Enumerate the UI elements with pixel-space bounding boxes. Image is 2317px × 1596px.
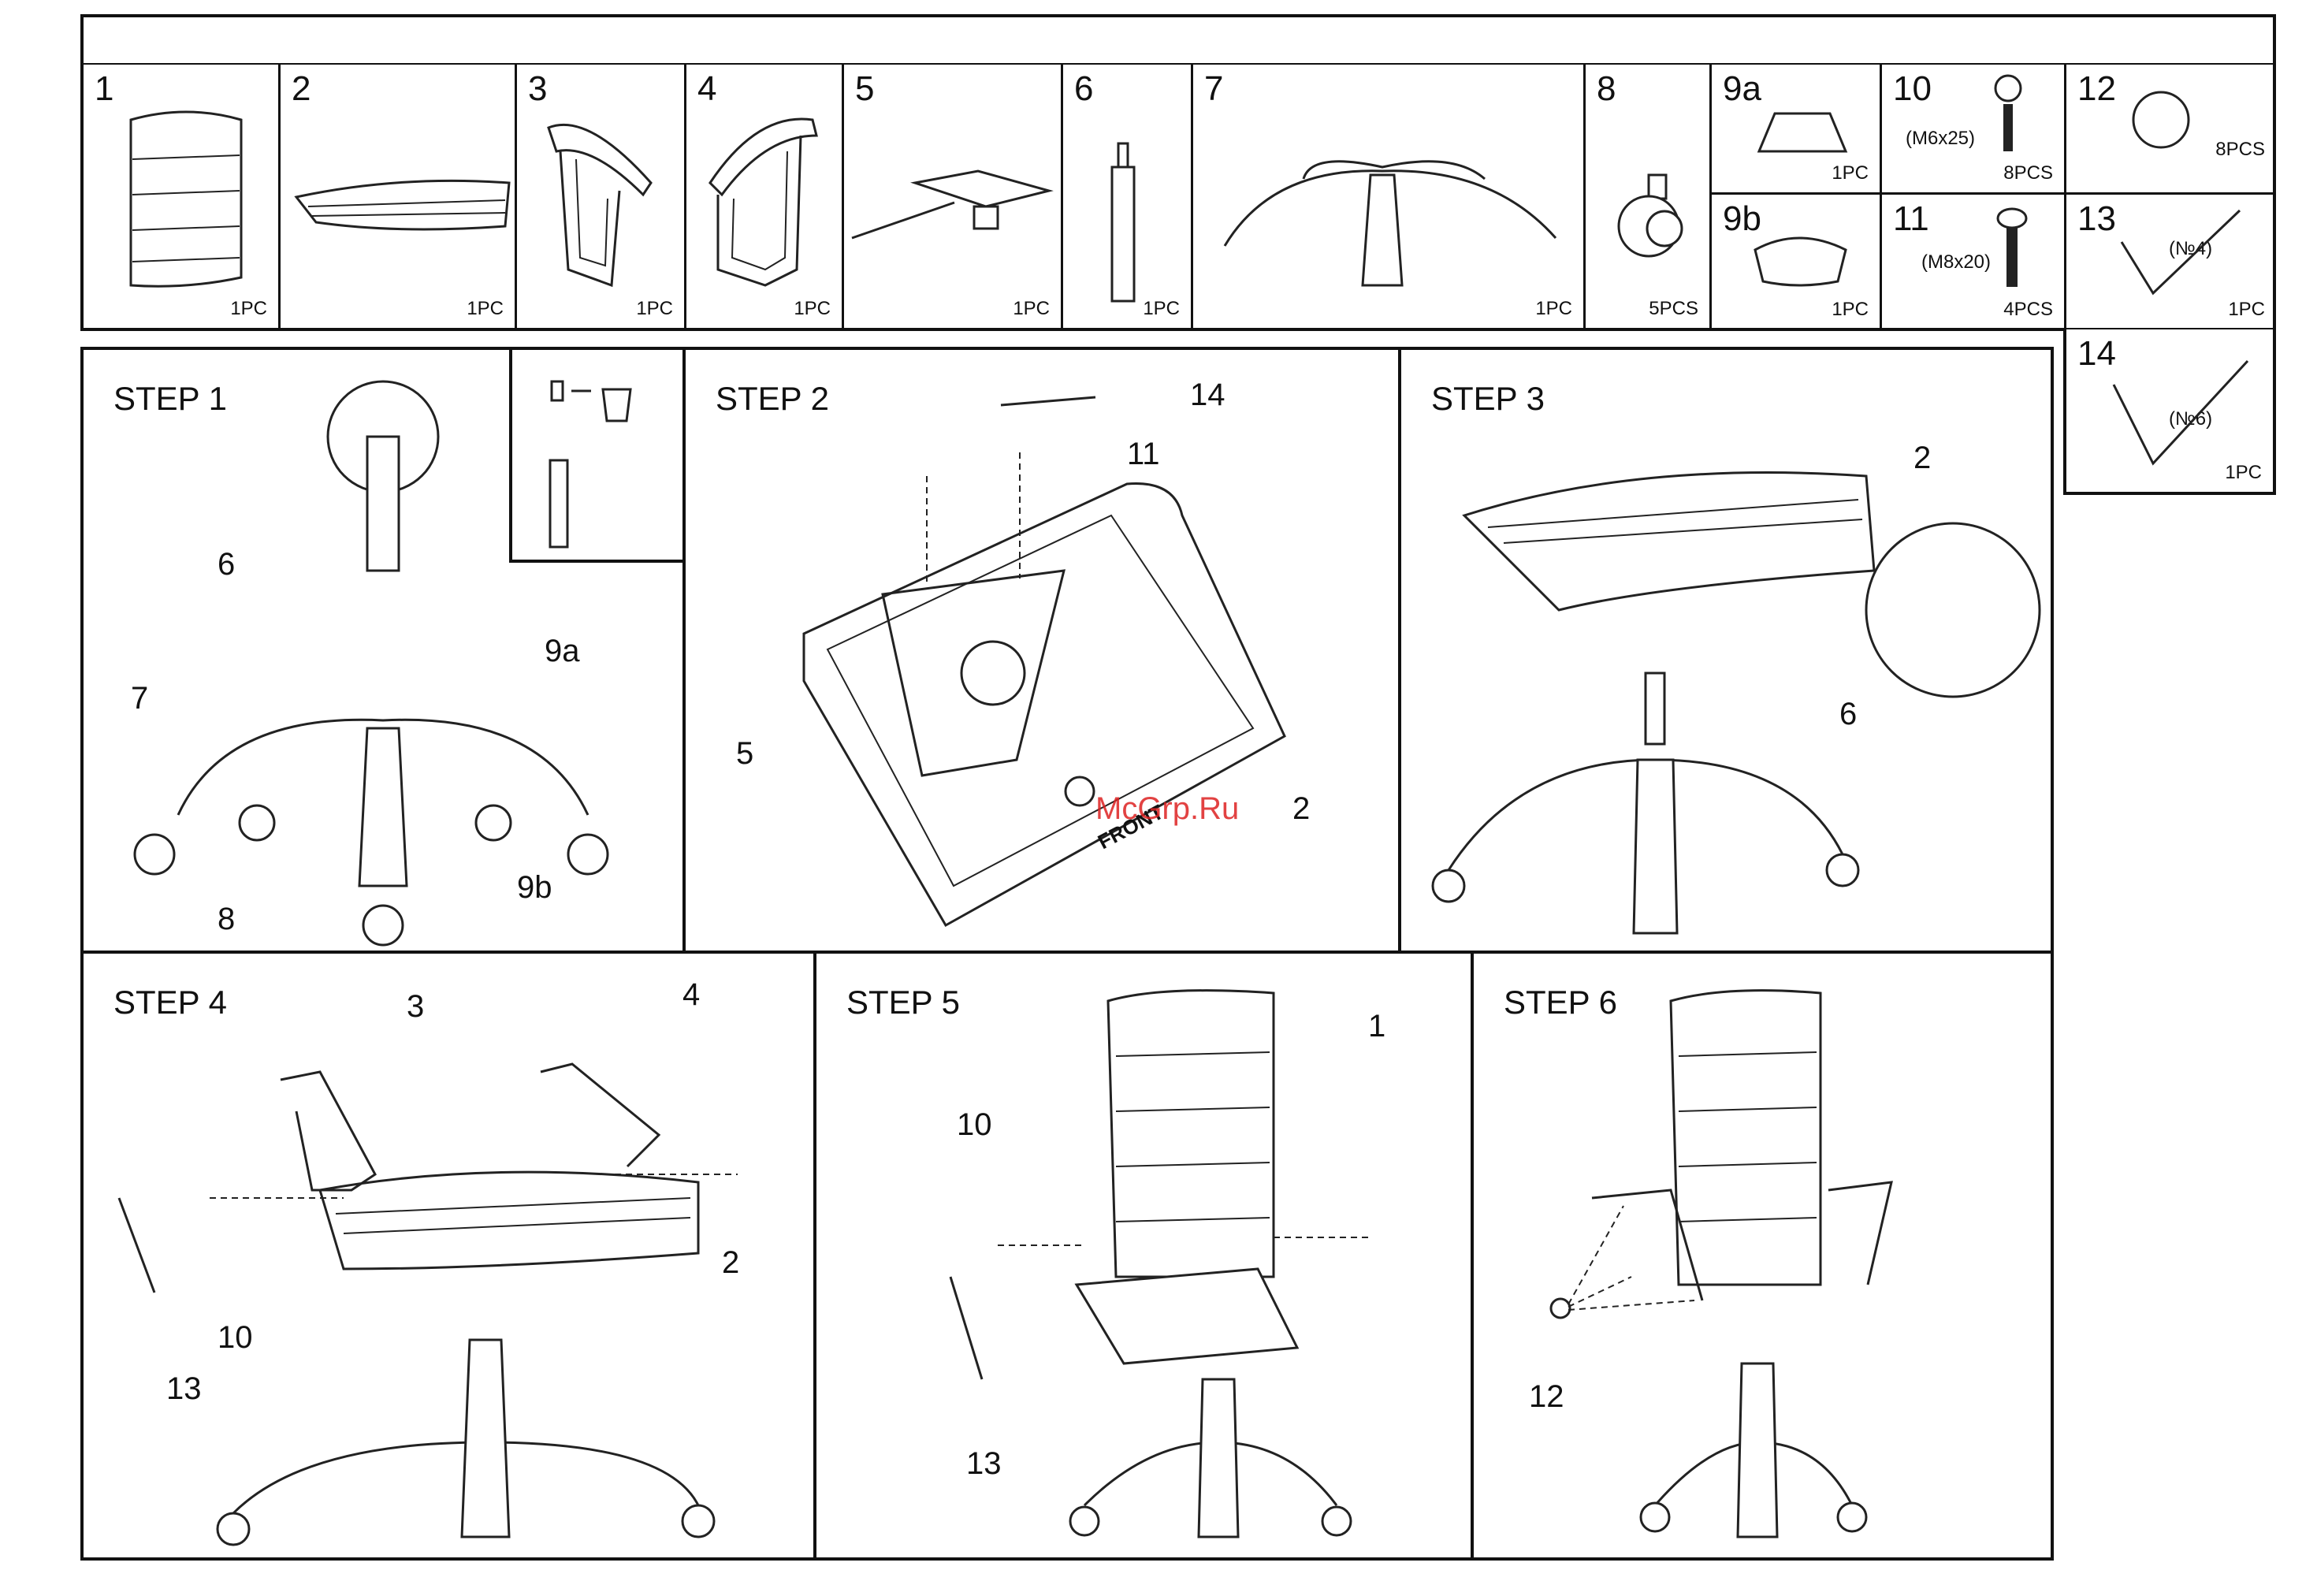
part-qty: 8PCS	[2215, 139, 2265, 161]
callout-9b: 9b	[517, 870, 552, 906]
callout-5: 5	[736, 736, 753, 772]
end-cap-icon	[2066, 65, 2276, 195]
star-base-icon	[1193, 65, 1586, 325]
part-qty: 4PCS	[2003, 299, 2053, 321]
part-qty: 8PCS	[2003, 162, 2053, 184]
callout-7: 7	[131, 681, 148, 716]
callout-10: 10	[218, 1320, 253, 1356]
armrest-right-icon	[686, 65, 844, 325]
part-2-cell: 2 1PC	[281, 65, 517, 328]
part-12-13-cell: 12 8PCS 13 (№4) 1PC	[2066, 65, 2276, 328]
step-4-panel: STEP 4 3 4 2 10 13	[80, 951, 816, 1561]
part-qty: 1PC	[1832, 162, 1869, 184]
caster-icon	[1586, 65, 1712, 325]
part-qty: 5PCS	[1649, 298, 1698, 320]
base-assembly-drawing	[84, 350, 689, 957]
parts-row: 1 1PC 2 1PC 3 1PC 4	[80, 65, 2276, 331]
callout-14: 14	[1190, 378, 1225, 413]
seat-mount-drawing	[1401, 350, 2057, 957]
part-9-cell: 9a 1PC 9b 1PC	[1712, 65, 1882, 328]
step-3-panel: STEP 3 2 6	[1398, 347, 2054, 954]
seat-underside-drawing	[686, 350, 1404, 957]
armrest-left-icon	[517, 65, 686, 325]
part-9a: 9a 1PC	[1712, 65, 1880, 195]
part-4-cell: 4 1PC	[686, 65, 844, 328]
part-13: 13 (№4) 1PC	[2066, 195, 2276, 329]
mechanism-icon	[844, 65, 1063, 325]
callout-4: 4	[682, 977, 700, 1013]
part-5-cell: 5 1PC	[844, 65, 1063, 328]
part-10: 10 (M6x25) 8PCS	[1882, 65, 2064, 195]
callout-2: 2	[1913, 441, 1931, 476]
part-qty: 1PC	[230, 298, 267, 320]
watermark: McGrp.Ru	[1095, 791, 1239, 827]
part-7-cell: 7 1PC	[1193, 65, 1586, 328]
backrest-icon	[84, 65, 281, 325]
callout-13: 13	[166, 1371, 202, 1407]
header-bar	[80, 14, 2276, 66]
part-10-11-cell: 10 (M6x25) 8PCS 11 (M8x20) 4PCS	[1882, 65, 2066, 328]
part-qty: 1PC	[1013, 298, 1050, 320]
part-9b: 9b 1PC	[1712, 195, 1880, 329]
callout-12: 12	[1529, 1379, 1564, 1415]
part-11: 11 (M8x20) 4PCS	[1882, 195, 2064, 329]
step-2-panel: STEP 2 14 11 5 2 FRONT McGrp.Ru	[682, 347, 1401, 954]
callout-13: 13	[966, 1446, 1002, 1482]
callout-6: 6	[1839, 697, 1857, 732]
part-3-cell: 3 1PC	[517, 65, 686, 328]
callout-6: 6	[218, 547, 235, 582]
part-qty: 1PC	[636, 298, 673, 320]
step-6-panel: STEP 6 12	[1471, 951, 2054, 1561]
part-12: 12 8PCS	[2066, 65, 2276, 195]
backrest-install-drawing	[816, 954, 1477, 1564]
gas-lift-icon	[1063, 65, 1193, 325]
part-qty: 1PC	[1143, 298, 1180, 320]
part-6-cell: 6 1PC	[1063, 65, 1193, 328]
part-qty: 1PC	[794, 298, 831, 320]
callout-11: 11	[1127, 437, 1160, 472]
callout-3: 3	[407, 989, 424, 1025]
callout-1: 1	[1368, 1009, 1385, 1044]
part-qty: 1PC	[1832, 299, 1869, 321]
part-14-cell: 14 (№6) 1PC	[2063, 329, 2276, 495]
end-cap-install-drawing	[1474, 954, 2057, 1564]
step-1-panel: STEP 1 6 9a 7 9b 8	[80, 347, 686, 954]
callout-10: 10	[957, 1107, 992, 1143]
part-1-cell: 1 1PC	[84, 65, 281, 328]
callout-2: 2	[1292, 791, 1310, 827]
callout-2: 2	[722, 1245, 739, 1281]
callout-9a: 9a	[545, 634, 580, 669]
part-8-cell: 8 5PCS	[1586, 65, 1712, 328]
part-qty: 1PC	[2228, 299, 2265, 321]
step-5-panel: STEP 5 1 10 13	[813, 951, 1474, 1561]
part-qty: 1PC	[1535, 298, 1572, 320]
part-qty: 1PC	[467, 298, 504, 320]
armrest-install-drawing	[84, 954, 820, 1564]
part-qty: 1PC	[2225, 462, 2262, 484]
callout-8: 8	[218, 902, 235, 937]
seat-icon	[281, 65, 517, 325]
